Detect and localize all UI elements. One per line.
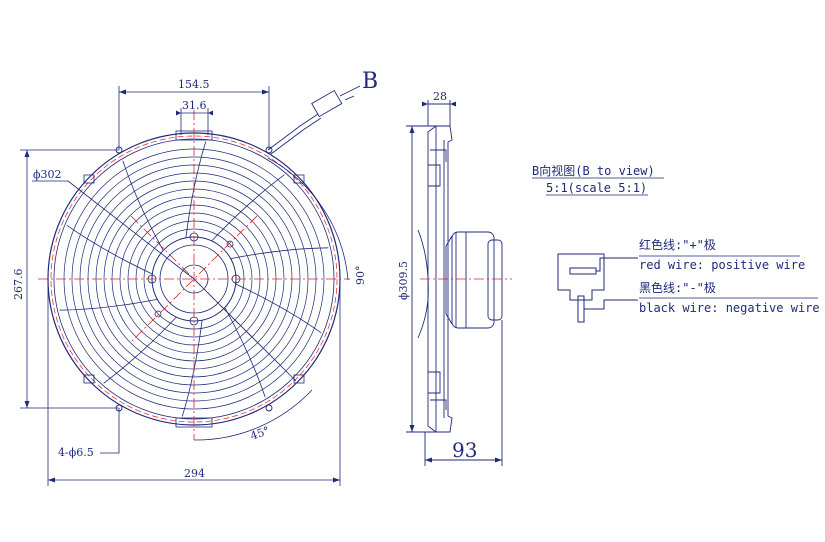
- front-dimensions: [20, 86, 349, 486]
- grille-spoke: [103, 316, 177, 384]
- wire-connector: [267, 85, 361, 155]
- side-arrowheads: [409, 101, 502, 463]
- grille-spoke: [224, 307, 266, 398]
- shroud-centerline-circle: [50, 135, 338, 423]
- dim-154-5: 154.5: [178, 78, 210, 91]
- dia-leader-line: [67, 180, 195, 280]
- motor-hub-bolt: [226, 240, 234, 248]
- dim-45deg: 45°: [249, 424, 272, 443]
- mount-hole: [265, 404, 273, 412]
- grille-spoke: [235, 283, 322, 334]
- connector-drawing: [557, 253, 638, 323]
- grille-spoke: [211, 174, 285, 242]
- b-view-detail: B向视图(B to view) 5:1(scale 5:1) 红色线:"+"极 …: [532, 163, 820, 323]
- dim-90deg: 90°: [354, 266, 367, 286]
- dim-hole-count: 4-ϕ6.5: [58, 446, 94, 459]
- side-view: [406, 100, 503, 466]
- dim-phi309-5: ϕ309.5: [397, 261, 410, 300]
- dim-93: 93: [452, 438, 477, 462]
- grille-spoke: [122, 160, 164, 251]
- motor-hub-bolt: [154, 310, 162, 318]
- dim-phi302: ϕ302: [33, 168, 62, 181]
- red-wire-cn: 红色线:"+"极: [639, 237, 716, 252]
- dim-31-6: 31.6: [182, 99, 207, 112]
- front-view: [38, 85, 361, 440]
- dim-267-6: 267.6: [12, 269, 25, 301]
- black-wire-cn: 黑色线:"-"极: [639, 281, 716, 295]
- b-view-scale: 5:1(scale 5:1): [546, 181, 647, 195]
- grille-spoke: [66, 224, 153, 275]
- view-b-label: B: [362, 69, 378, 94]
- b-view-title: B向视图(B to view): [532, 163, 655, 178]
- arrowheads: [24, 89, 340, 483]
- black-wire-en: black wire: negative wire: [639, 301, 820, 315]
- center-lines: [38, 110, 350, 440]
- dim-28: 28: [433, 90, 447, 103]
- hole-leader-line: [193, 278, 297, 382]
- dim-294: 294: [184, 467, 205, 480]
- grille-spoke: [59, 299, 158, 311]
- grille-spoke: [230, 247, 329, 259]
- red-wire-en: red wire: positive wire: [639, 258, 805, 272]
